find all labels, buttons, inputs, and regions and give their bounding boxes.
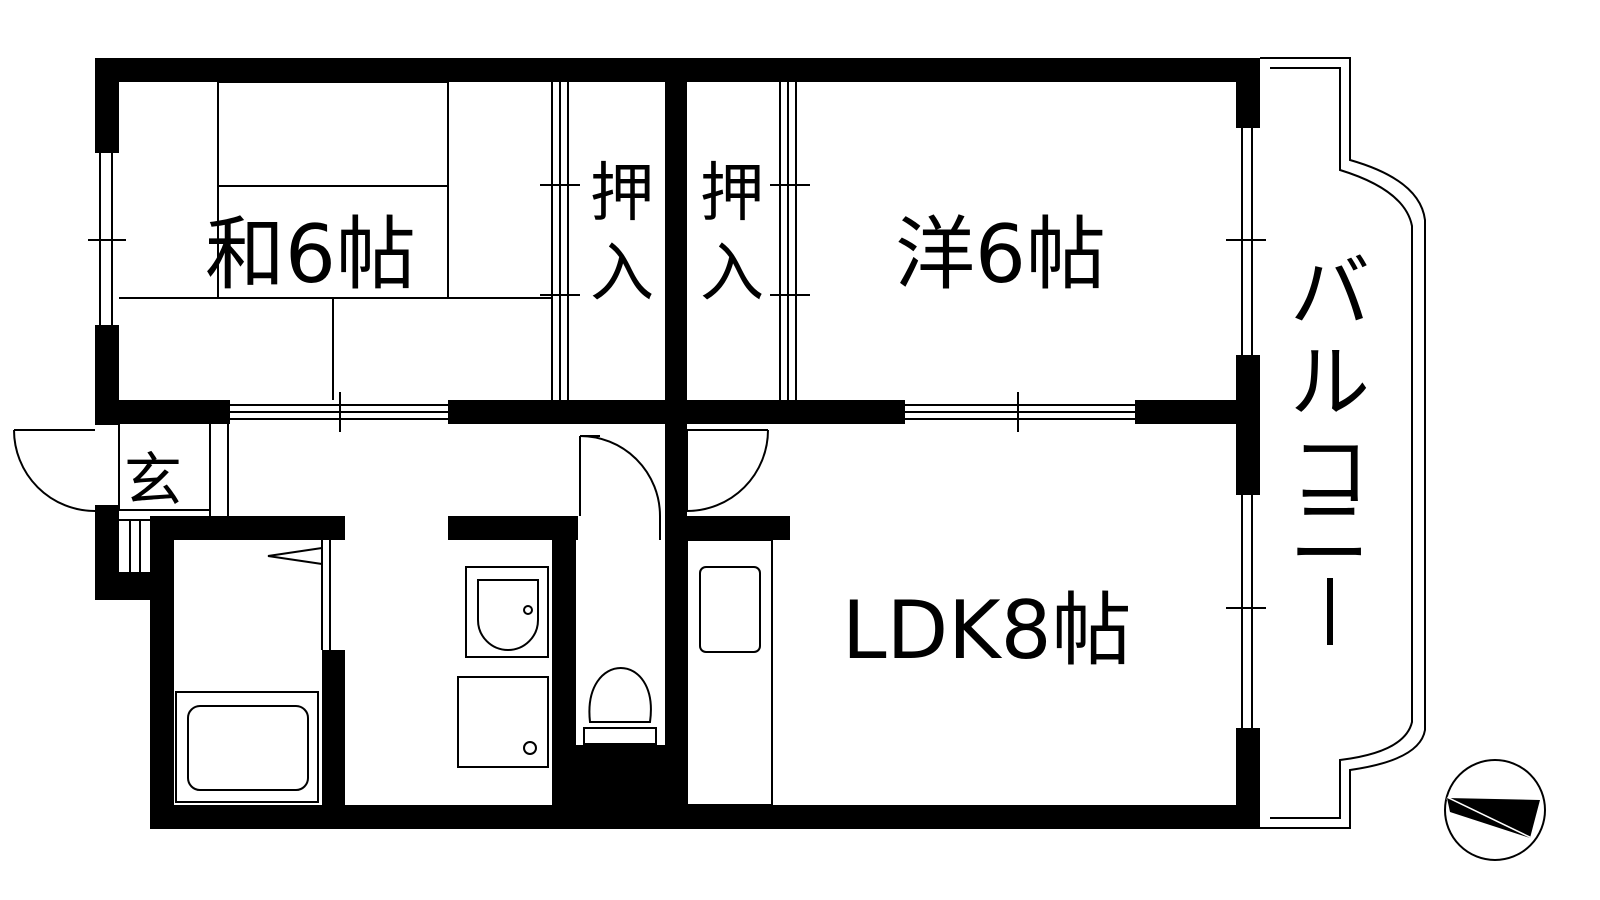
closet-label-right-char2: 入 [700,237,764,311]
closet-label-left-char2: 入 [590,237,654,311]
room-label-youshitsu: 洋6帖 [895,208,1106,301]
closet-label-right-char1: 押 [700,157,764,231]
balcony-label: バ ル コ ニ [1290,246,1370,645]
interior-walls [95,58,1260,820]
room-label-genkan: 玄 [124,446,182,514]
closet-label-left-char1: 押 [590,157,654,231]
balcony-label-char4: ニ [1290,486,1370,579]
balcony-label-char1: バ [1290,246,1370,339]
closet-label-left: 押 入 [590,157,654,311]
balcony-label-char3: コ [1290,426,1370,519]
compass-north-arrow-icon [1444,759,1546,861]
room-label-washitsu: 和6帖 [205,208,416,301]
balcony-label-char2: ル [1290,336,1370,429]
closet-label-right: 押 入 [700,157,764,311]
thin-lines [13,57,1426,829]
room-label-ldk: LDK8帖 [842,584,1132,677]
